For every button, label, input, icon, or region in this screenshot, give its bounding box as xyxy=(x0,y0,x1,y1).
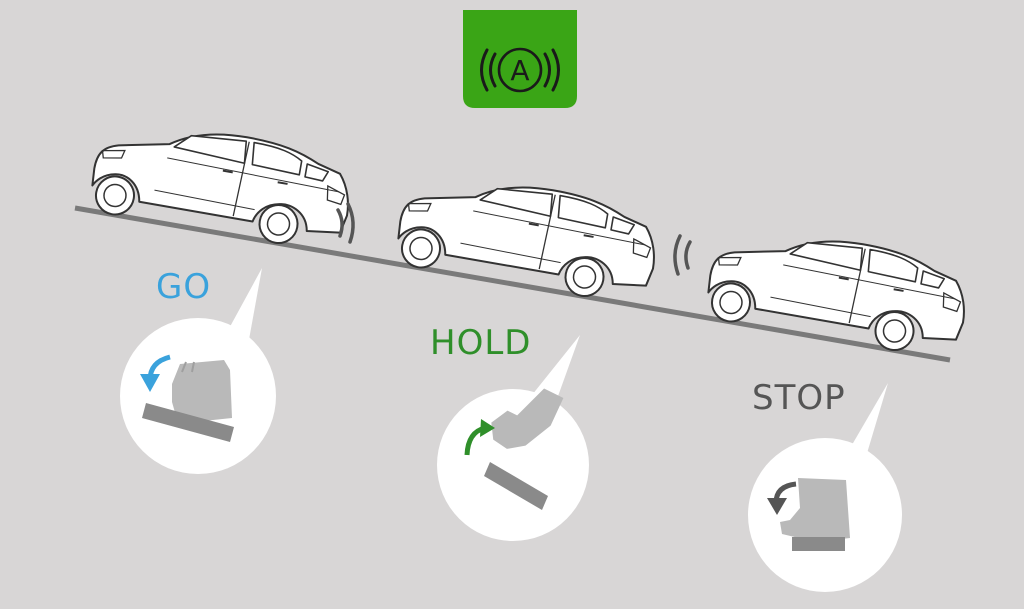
boot-icon xyxy=(491,388,564,449)
stop-bubble xyxy=(748,383,902,592)
go-bubble xyxy=(120,268,276,474)
auto-brake-hold-icon: A xyxy=(480,47,560,93)
badge-symbol: A xyxy=(510,54,529,87)
hold-bubble xyxy=(437,335,589,541)
sloped-road xyxy=(74,205,951,363)
motion-waves-icon xyxy=(673,234,692,276)
go-label: GO xyxy=(156,267,212,307)
stop-label: STOP xyxy=(752,378,846,418)
accelerator-pedal-icon xyxy=(142,403,234,442)
released-pedal-icon xyxy=(484,462,548,510)
auto-brake-hold-badge: A xyxy=(463,10,577,108)
brake-pedal-icon xyxy=(792,537,845,551)
boot-icon xyxy=(780,478,850,542)
hold-label: HOLD xyxy=(430,323,532,363)
